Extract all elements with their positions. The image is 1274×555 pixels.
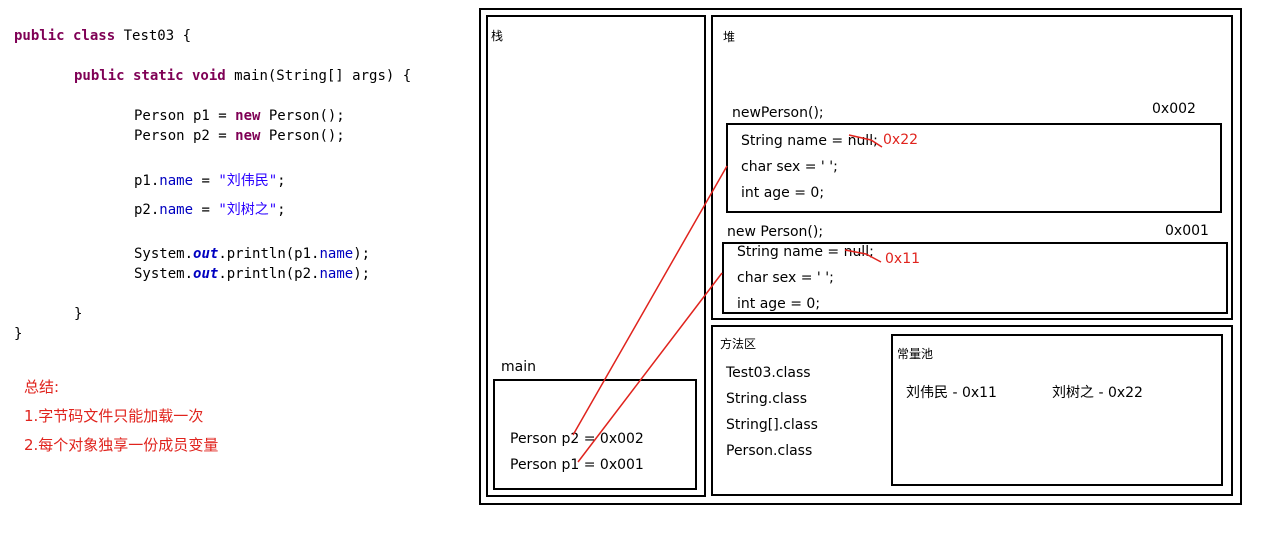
heap-obj1-age-field: int age = 0;: [737, 296, 821, 312]
heap-obj1-sex-field: char sex = ' ';: [737, 270, 834, 286]
code-line-p1-assign: p1.name = "刘伟民";: [134, 173, 286, 189]
stack-var-p2: Person p2 = 0x002: [510, 431, 644, 447]
code-line-main: public static void main(String[] args) {: [74, 68, 412, 84]
constant-pool-entry-2: 刘树之 - 0x22: [1052, 385, 1143, 401]
method-area-class-3: Person.class: [726, 443, 813, 459]
code-line-close-class: }: [14, 326, 23, 342]
code-line-close-main: }: [74, 306, 83, 322]
heap-obj2-name-field: String name = null;: [741, 133, 878, 149]
main-frame-label: main: [501, 359, 536, 375]
heap-obj2-age-field: int age = 0;: [741, 185, 825, 201]
code-line-print-p2: System.out.println(p2.name);: [134, 266, 371, 282]
code-line-p2-new: Person p2 = new Person();: [134, 128, 345, 144]
summary-title: 总结:: [24, 378, 60, 396]
heap-obj1-address: 0x001: [1165, 223, 1209, 239]
heap-obj2-name-value: 0x22: [883, 132, 919, 148]
heap-title: 堆: [723, 30, 736, 44]
heap-obj1-label: new Person();: [727, 224, 824, 240]
method-area-class-0: Test03.class: [726, 365, 811, 381]
heap-obj1-name-value: 0x11: [885, 251, 921, 267]
summary-line-2: 2.每个对象独享一份成员变量: [24, 436, 219, 454]
stack-var-p1: Person p1 = 0x001: [510, 457, 644, 473]
heap-obj2-address: 0x002: [1152, 101, 1196, 117]
code-line-p1-new: Person p1 = new Person();: [134, 108, 345, 124]
method-area-class-1: String.class: [726, 391, 807, 407]
heap-obj1-name-field: String name = null;: [737, 244, 874, 260]
constant-pool-title: 常量池: [897, 347, 934, 361]
code-line-p2-assign: p2.name = "刘树之";: [134, 202, 286, 218]
heap-obj2-label: newPerson();: [732, 105, 824, 121]
summary-line-1: 1.字节码文件只能加载一次: [24, 407, 204, 425]
code-line-class: public class Test03 {: [14, 28, 192, 44]
method-area-title: 方法区: [720, 337, 757, 351]
method-area-class-2: String[].class: [726, 417, 818, 433]
code-line-print-p1: System.out.println(p1.name);: [134, 246, 371, 262]
constant-pool-entry-1: 刘伟民 - 0x11: [906, 385, 997, 401]
heap-obj2-sex-field: char sex = ' ';: [741, 159, 838, 175]
stack-title: 栈: [491, 29, 504, 43]
memory-outer-frame: [479, 8, 1242, 505]
constant-pool: [891, 334, 1223, 486]
